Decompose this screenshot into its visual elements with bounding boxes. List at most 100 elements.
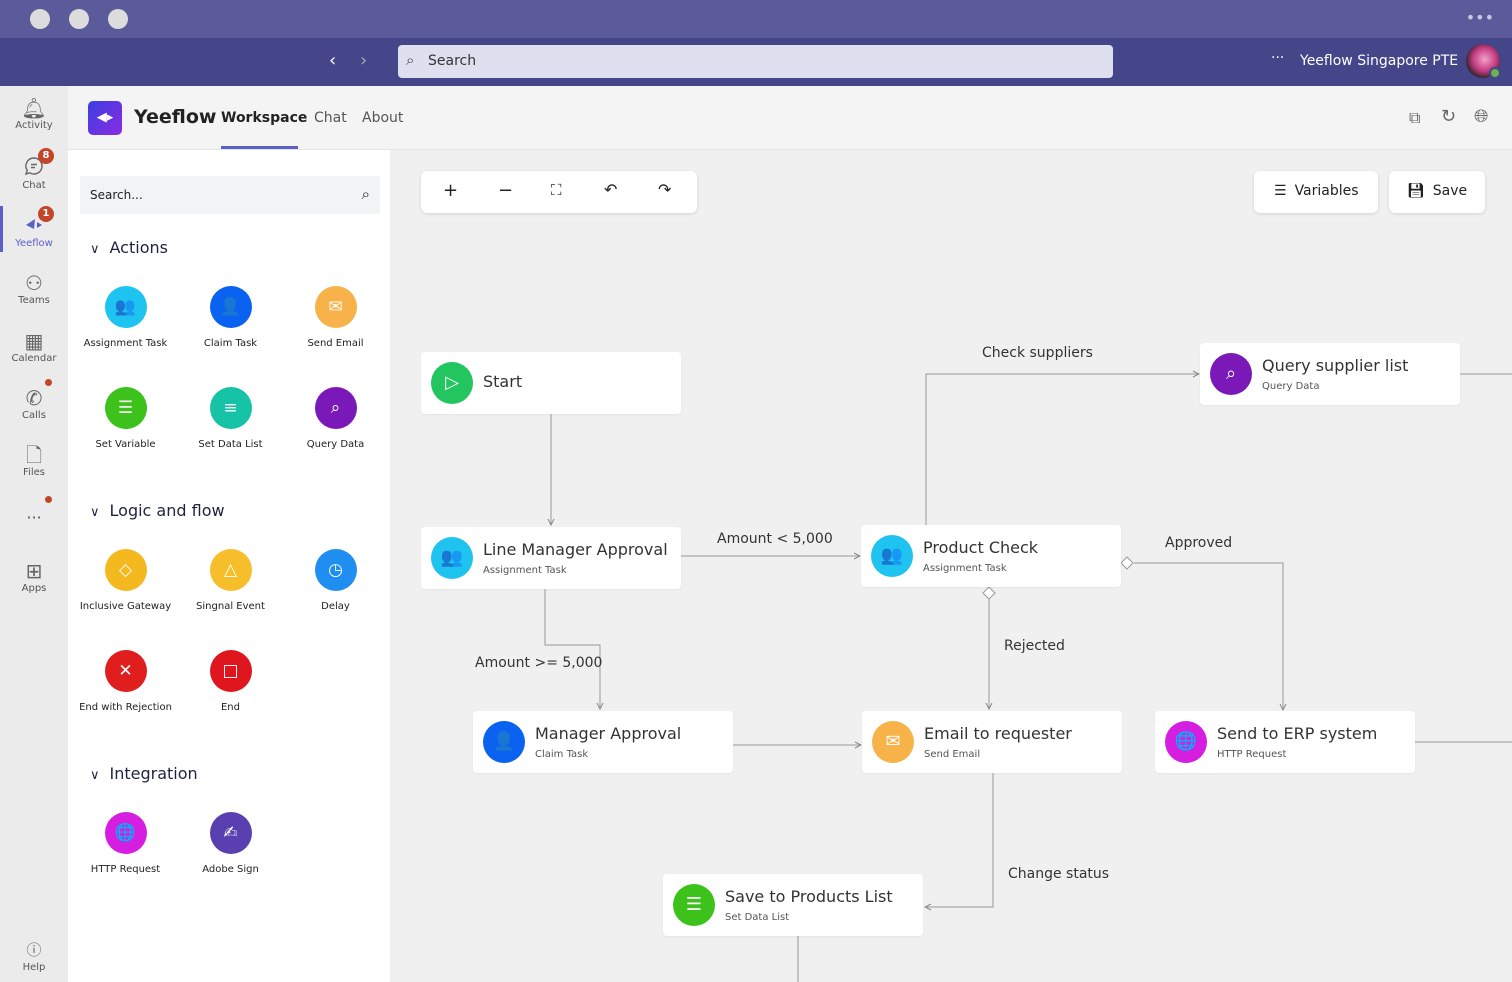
palette-item-label: Query Data: [306, 439, 365, 450]
edge-amount-greater: [544, 589, 600, 709]
gateway-diamond-bottom: [982, 586, 996, 600]
palette-item-label: HTTP Request: [90, 864, 161, 875]
tab-about[interactable]: About: [362, 110, 404, 126]
palette-item[interactable]: ✍Adobe Sign: [178, 812, 283, 875]
search-input[interactable]: ⌕ Search: [398, 45, 1113, 78]
palette-item[interactable]: ✉Send Email: [283, 286, 388, 349]
section-title: Actions: [109, 238, 168, 257]
node-title: Manager Approval: [535, 724, 682, 743]
palette-item-label: Inclusive Gateway: [79, 601, 172, 612]
tab-chat[interactable]: Chat: [314, 110, 347, 126]
window-maximize-button[interactable]: [108, 9, 128, 29]
redo-button[interactable]: ↷: [658, 180, 672, 199]
edge-change-status: [925, 773, 994, 907]
forward-button[interactable]: ›: [360, 50, 368, 71]
popout-icon[interactable]: ⧉: [1409, 108, 1421, 127]
palette-item[interactable]: ⌕Query Data: [283, 387, 388, 450]
inclusive-gateway-icon: ◇: [104, 549, 147, 591]
palette-item[interactable]: ◷Delay: [283, 549, 388, 612]
rail-label: Calls: [22, 410, 46, 421]
section-logic-flow[interactable]: ∨Logic and flow: [90, 501, 225, 520]
palette-item-label: End with Rejection: [79, 702, 172, 713]
rail-label: Yeeflow: [15, 238, 53, 249]
section-title: Logic and flow: [109, 501, 225, 520]
section-integration[interactable]: ∨Integration: [90, 764, 198, 783]
window-close-button[interactable]: [30, 9, 50, 29]
delay-icon: ◷: [314, 549, 357, 591]
palette-item[interactable]: 👤Claim Task: [178, 286, 283, 349]
gateway-diamond-right: [1120, 556, 1134, 570]
palette-item[interactable]: ◇ Inclusive Gateway: [73, 549, 178, 612]
node-title: Product Check: [923, 538, 1039, 557]
variables-button[interactable]: ☰Variables: [1254, 171, 1378, 213]
node-type-icon: 👥: [871, 535, 913, 577]
palette-item[interactable]: □End: [178, 650, 283, 713]
palette-item[interactable]: 🌐 HTTP Request: [73, 812, 178, 875]
palette-item[interactable]: ≡Set Data List: [178, 387, 283, 450]
palette-item-label: Adobe Sign: [202, 864, 259, 875]
edge-label: Amount < 5,000: [717, 531, 833, 547]
file-icon: 🗋: [25, 443, 43, 467]
rail-yeeflow[interactable]: Yeeflow 1: [0, 206, 68, 252]
edge-label: Approved: [1165, 535, 1233, 551]
singnal-event-icon: △: [209, 549, 252, 591]
rail-files[interactable]: 🗋Files: [0, 443, 68, 478]
rail-calendar[interactable]: ▦Calendar: [0, 329, 68, 364]
palette-item-label: Singnal Event: [196, 601, 265, 612]
end-icon: □: [209, 650, 252, 692]
send-email-icon: ✉: [314, 286, 357, 328]
palette-item-label: Set Variable: [95, 439, 156, 450]
palette-item[interactable]: △ Singnal Event: [178, 549, 283, 612]
window-more-icon[interactable]: •••: [1465, 8, 1494, 27]
flow-node[interactable]: ▷Start: [421, 352, 681, 414]
rail-calls[interactable]: ✆Calls: [0, 386, 68, 421]
palette-item[interactable]: ✕End with Rejection: [73, 650, 178, 713]
search-icon: ⌕: [361, 185, 370, 203]
app-header: ◀▸ Yeeflow Workspace Chat About ⧉ ↻ 🌐︎: [68, 86, 1512, 150]
palette-item-label: Set Data List: [198, 439, 263, 450]
palette-item[interactable]: 👥Assignment Task: [73, 286, 178, 349]
http-request-icon: 🌐: [104, 812, 147, 854]
org-name[interactable]: Yeeflow Singapore PTE: [1300, 53, 1459, 69]
fit-screen-button[interactable]: ⛶: [551, 181, 562, 199]
edge-label: Change status: [1008, 866, 1110, 882]
section-title: Integration: [109, 764, 198, 783]
palette-item[interactable]: ☰Set Variable: [73, 387, 178, 450]
rail-label: Calendar: [11, 353, 57, 364]
globe-icon[interactable]: 🌐︎: [1474, 106, 1489, 127]
tab-workspace[interactable]: Workspace: [221, 110, 308, 126]
window-minimize-button[interactable]: [69, 9, 89, 29]
refresh-icon[interactable]: ↻: [1441, 106, 1457, 127]
phone-icon: ✆: [25, 386, 43, 410]
rail-more[interactable]: ···: [26, 508, 42, 527]
more-options-button[interactable]: ···: [1271, 50, 1285, 66]
rail-teams[interactable]: ⚇Teams: [0, 271, 68, 306]
save-button[interactable]: 💾︎Save: [1389, 171, 1485, 213]
calendar-icon: ▦: [24, 329, 44, 353]
avatar[interactable]: [1466, 44, 1501, 79]
yeeflow-badge: 1: [38, 206, 54, 222]
rail-activity[interactable]: 🔔︎Activity: [0, 96, 68, 131]
edge-label: Check suppliers: [982, 345, 1093, 361]
palette-search-input[interactable]: Search... ⌕: [80, 176, 380, 214]
rail-apps[interactable]: ⊞Apps: [0, 559, 68, 594]
undo-button[interactable]: ↶: [604, 180, 618, 199]
edge-approved: [1134, 562, 1283, 710]
section-actions[interactable]: ∨Actions: [90, 238, 168, 257]
chat-badge: 8: [38, 148, 54, 164]
back-button[interactable]: ‹: [329, 50, 337, 71]
node-type-icon: ☰: [673, 884, 715, 926]
zoom-in-button[interactable]: +: [443, 180, 459, 201]
zoom-out-button[interactable]: −: [498, 180, 514, 201]
